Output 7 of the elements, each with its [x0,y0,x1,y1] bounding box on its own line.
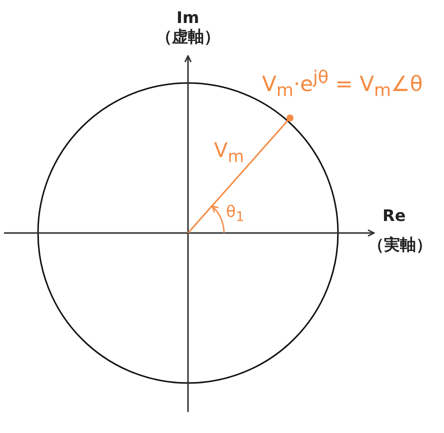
axis-label: （虚軸） [156,29,220,45]
magnitude-label: V$_{m}$ [214,140,244,166]
axis-label: Im [176,10,200,26]
angle-label: θ$_{1}$ [226,204,244,225]
axis-label: （実軸） [368,237,432,253]
phasor-formula: V$_{m}$·e$^{jθ}$ = V$_{m}$∠θ [262,70,423,101]
axis-label: Re [382,208,406,224]
